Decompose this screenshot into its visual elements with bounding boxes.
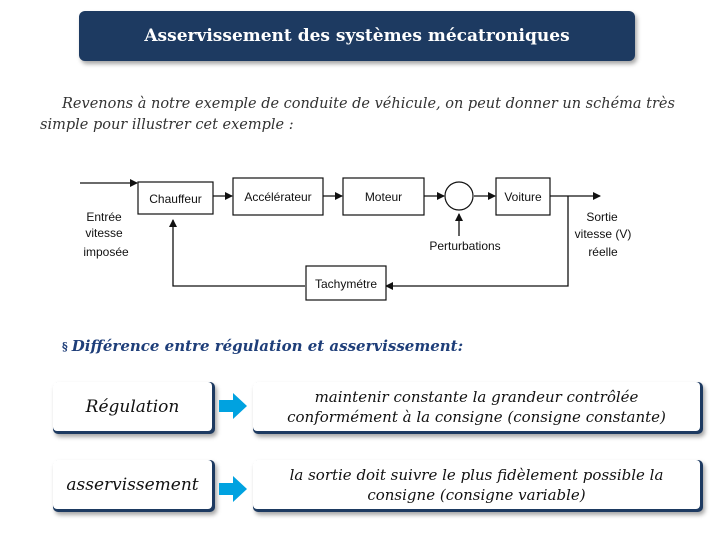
term-box-asservissement: asservissement: [53, 460, 215, 512]
feedback-line-left: [169, 219, 305, 287]
arrow-right-icon: [219, 393, 247, 419]
input-label-1: Entrée: [86, 210, 122, 224]
feedback-line-right: [385, 196, 569, 290]
section-heading: §Différence entre régulation et asservis…: [62, 337, 463, 355]
definition-asservissement: la sortie doit suivre le plus fidèlement…: [289, 465, 664, 504]
section-heading-text: Différence entre régulation et asserviss…: [71, 337, 464, 355]
label-chauffeur: Chauffeur: [149, 192, 201, 206]
definition-regulation: maintenir constante la grandeur contrôlé…: [287, 387, 666, 426]
label-accelerateur: Accélérateur: [244, 190, 311, 204]
summing-junction: [444, 181, 474, 211]
bullet-marker: §: [62, 340, 68, 353]
output-label-2: vitesse (V): [575, 227, 632, 241]
arrow-right-icon: [219, 476, 247, 502]
definition-box-regulation: maintenir constante la grandeur contrôlé…: [253, 382, 703, 434]
label-perturbations: Perturbations: [429, 239, 500, 253]
block-tachymetre: [305, 265, 387, 301]
label-tachymetre: Tachymétre: [315, 277, 377, 291]
definition-box-asservissement: la sortie doit suivre le plus fidèlement…: [253, 460, 703, 512]
page-title-text: Asservissement des systèmes mécatronique…: [144, 26, 570, 46]
output-label-1: Sortie: [586, 210, 618, 224]
input-label-3: imposée: [83, 245, 129, 259]
term-box-regulation: Régulation: [53, 382, 215, 434]
block-accelerateur: [232, 177, 324, 216]
block-moteur: [342, 177, 425, 216]
label-moteur: Moteur: [365, 190, 402, 204]
block-chauffeur: [137, 181, 214, 215]
term-asservissement: asservissement: [66, 474, 199, 495]
output-label-3: réelle: [588, 245, 618, 259]
term-regulation: Régulation: [85, 396, 180, 417]
block-voiture: [495, 177, 551, 216]
page-title: Asservissement des systèmes mécatronique…: [79, 11, 635, 61]
intro-paragraph: Revenons à notre exemple de conduite de …: [40, 96, 675, 133]
input-label-2: vitesse: [85, 226, 123, 240]
label-voiture: Voiture: [504, 190, 542, 204]
